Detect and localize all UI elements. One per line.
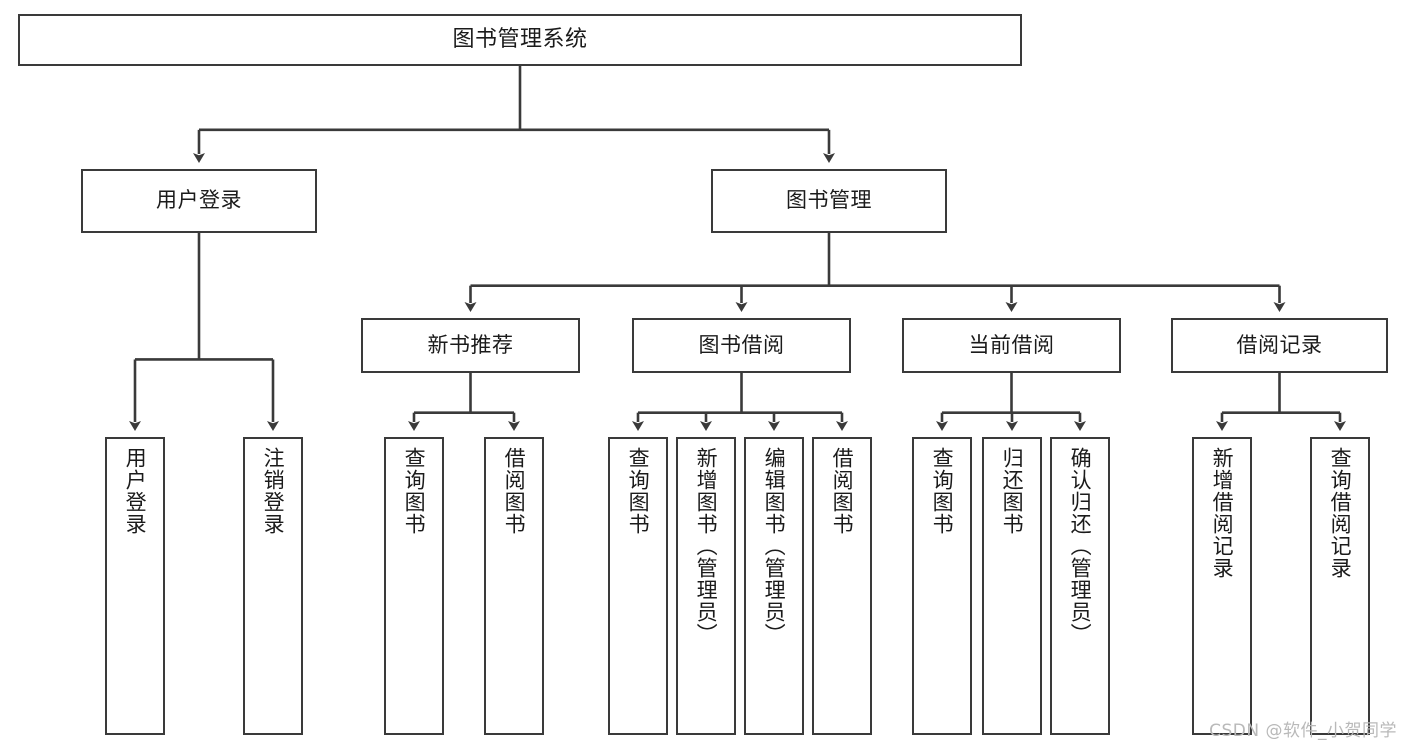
node-leaf-logout-label: 注销登录 <box>261 447 286 535</box>
node-leaf-query-books-3[interactable]: 查询图书 <box>912 437 972 735</box>
node-book-borrow[interactable]: 图书借阅 <box>632 318 851 373</box>
node-leaf-return-book-label: 归还图书 <box>1000 447 1025 535</box>
node-root-label: 图书管理系统 <box>452 26 588 52</box>
node-borrow-record-label: 借阅记录 <box>1236 332 1323 357</box>
node-user-login-label: 用户登录 <box>156 188 242 213</box>
node-book-manage[interactable]: 图书管理 <box>711 169 947 233</box>
node-root[interactable]: 图书管理系统 <box>18 14 1022 66</box>
node-leaf-borrow-books-1[interactable]: 借阅图书 <box>484 437 544 735</box>
node-borrow-record[interactable]: 借阅记录 <box>1171 318 1388 373</box>
node-leaf-edit-book-label: 编辑图书（管理员） <box>762 447 787 645</box>
node-leaf-query-record[interactable]: 查询借阅记录 <box>1310 437 1370 735</box>
node-leaf-query-record-label: 查询借阅记录 <box>1328 447 1353 579</box>
node-leaf-query-books-1[interactable]: 查询图书 <box>384 437 444 735</box>
node-leaf-user-login[interactable]: 用户登录 <box>105 437 165 735</box>
node-leaf-borrow-books-2[interactable]: 借阅图书 <box>812 437 872 735</box>
node-leaf-query-books-1-label: 查询图书 <box>402 447 427 535</box>
node-leaf-query-books-3-label: 查询图书 <box>930 447 955 535</box>
node-leaf-add-record[interactable]: 新增借阅记录 <box>1192 437 1252 735</box>
node-leaf-user-login-label: 用户登录 <box>123 447 148 535</box>
node-leaf-add-book-label: 新增图书（管理员） <box>694 447 719 645</box>
node-leaf-logout[interactable]: 注销登录 <box>243 437 303 735</box>
node-user-login[interactable]: 用户登录 <box>81 169 317 233</box>
node-leaf-edit-book[interactable]: 编辑图书（管理员） <box>744 437 804 735</box>
node-leaf-confirm-return-label: 确认归还（管理员） <box>1068 447 1093 645</box>
node-leaf-borrow-books-2-label: 借阅图书 <box>830 447 855 535</box>
node-leaf-query-books-2-label: 查询图书 <box>626 447 651 535</box>
node-book-borrow-label: 图书借阅 <box>698 332 785 357</box>
node-leaf-return-book[interactable]: 归还图书 <box>982 437 1042 735</box>
node-new-book-rec-label: 新书推荐 <box>427 332 514 357</box>
node-new-book-rec[interactable]: 新书推荐 <box>361 318 580 373</box>
node-leaf-add-record-label: 新增借阅记录 <box>1210 447 1235 579</box>
node-leaf-query-books-2[interactable]: 查询图书 <box>608 437 668 735</box>
node-book-manage-label: 图书管理 <box>786 188 872 213</box>
node-current-borrow[interactable]: 当前借阅 <box>902 318 1121 373</box>
node-current-borrow-label: 当前借阅 <box>968 332 1055 357</box>
node-leaf-borrow-books-1-label: 借阅图书 <box>502 447 527 535</box>
node-leaf-confirm-return[interactable]: 确认归还（管理员） <box>1050 437 1110 735</box>
node-leaf-add-book[interactable]: 新增图书（管理员） <box>676 437 736 735</box>
